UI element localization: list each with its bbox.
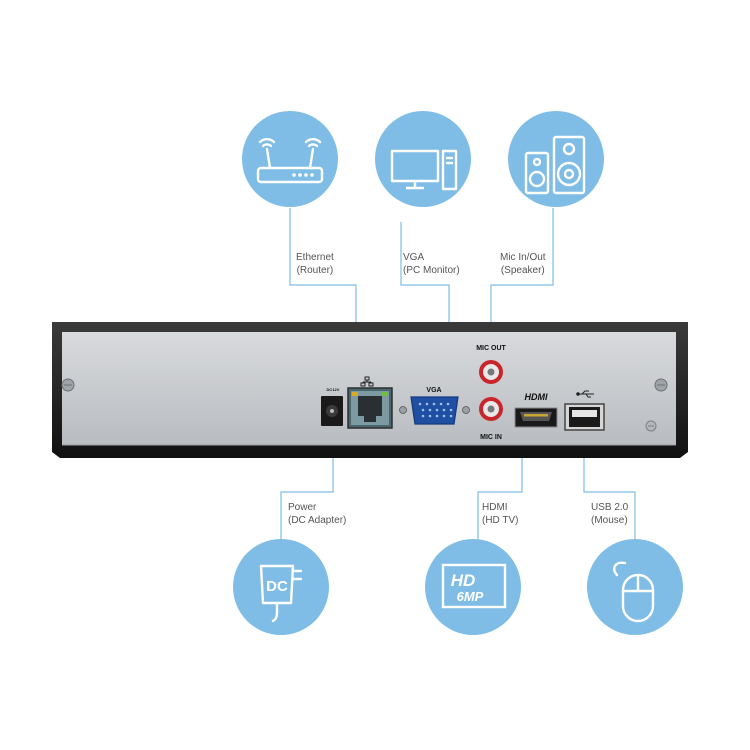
usb-symbol-icon [576, 390, 594, 398]
mic-label-line2: (Speaker) [500, 265, 545, 276]
dc-adapter-icon: DC [259, 564, 303, 623]
screw-left-icon [61, 378, 75, 392]
usb-label-line2: (Mouse) [591, 515, 628, 526]
dc-icon-text: DC [266, 578, 288, 595]
hd-icon-text: HD [451, 571, 476, 590]
router-circle [242, 111, 338, 207]
mouse-circle [587, 539, 683, 635]
mouse-icon [613, 561, 655, 623]
screw-right-icon [654, 378, 668, 392]
hdmi-label: HDMI (HD TV) [482, 501, 518, 527]
router-icon [256, 137, 324, 184]
lan-network-icon [360, 376, 374, 387]
ground-screw-icon [645, 420, 657, 432]
mic-in-port-label: MIC IN [480, 434, 502, 441]
hd-6mp-icon: HD 6MP [441, 563, 507, 609]
hdmi-port-label: HDMI [525, 392, 548, 402]
ethernet-label-line1: Ethernet [296, 252, 334, 263]
usb-label-line1: USB 2.0 [591, 502, 629, 513]
vga-port-label: VGA [426, 387, 441, 394]
speaker-icon [524, 135, 586, 195]
monitor-circle [375, 111, 471, 207]
hdmi-label-line1: HDMI [482, 502, 508, 513]
dc-port-label: DC12V [327, 387, 340, 392]
power-label: Power (DC Adapter) [288, 501, 346, 527]
mic-label-line1: Mic In/Out [500, 252, 546, 263]
mic-out-port-label: MIC OUT [476, 345, 506, 352]
hdmi-label-line2: (HD TV) [482, 515, 519, 526]
vga-label-line2: (PC Monitor) [403, 265, 460, 276]
ethernet-label: Ethernet (Router) [296, 251, 334, 277]
mic-label: Mic In/Out (Speaker) [500, 251, 546, 277]
ethernet-label-line2: (Router) [296, 265, 334, 276]
power-label-line2: (DC Adapter) [288, 515, 347, 526]
monitor-icon [390, 149, 458, 191]
speaker-circle [508, 111, 604, 207]
vga-label: VGA (PC Monitor) [403, 251, 460, 277]
dc-adapter-circle: DC [233, 539, 329, 635]
hd-tv-circle: HD 6MP [425, 539, 521, 635]
mp-icon-text: 6MP [457, 589, 484, 604]
power-label-line1: Power [288, 502, 317, 513]
usb-label: USB 2.0 (Mouse) [591, 501, 628, 527]
vga-label-line1: VGA [403, 252, 425, 263]
